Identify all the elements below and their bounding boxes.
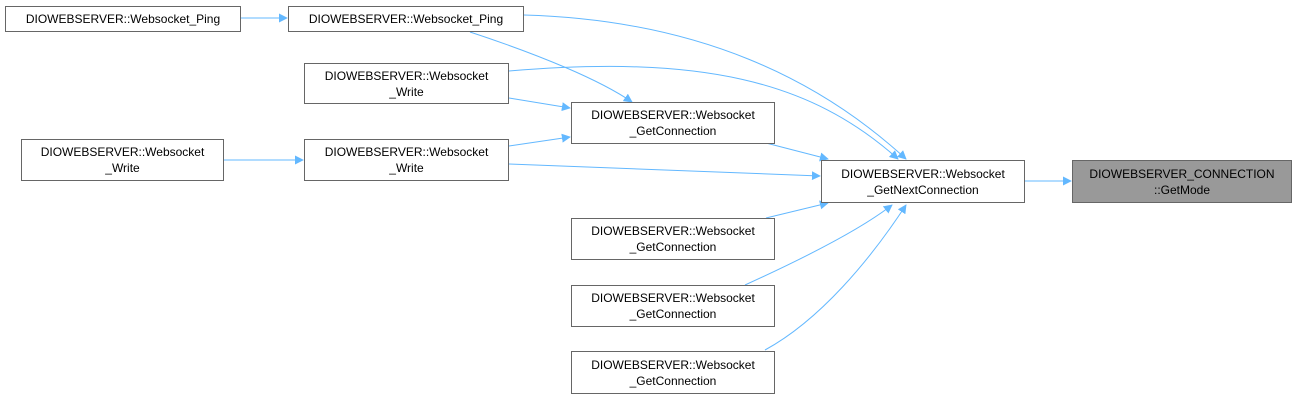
node-websocket-getconnection-2[interactable]: DIOWEBSERVER::Websocket _GetConnection (571, 218, 775, 260)
node-label-line: DIOWEBSERVER::Websocket (591, 291, 755, 305)
node-websocket-write-outer[interactable]: DIOWEBSERVER::Websocket _Write (21, 139, 224, 181)
node-label-line: DIOWEBSERVER::Websocket (841, 166, 1005, 181)
edge-getconn2-to-getnext (765, 200, 829, 219)
node-label-line: _GetConnection (629, 124, 717, 138)
edge-ping-inner-to-getnext (523, 14, 907, 160)
node-label-line: DIOWEBSERVER::Websocket (591, 224, 755, 238)
node-websocket-getnextconnection[interactable]: DIOWEBSERVER::Websocket _GetNextConnecti… (821, 160, 1025, 203)
node-websocket-ping-inner[interactable]: DIOWEBSERVER::Websocket_Ping (288, 6, 524, 32)
node-label-line: DIOWEBSERVER::Websocket (324, 68, 489, 83)
node-websocket-getconnection-1[interactable]: DIOWEBSERVER::Websocket _GetConnection (571, 102, 775, 144)
edge-getconn1-to-getnext (765, 142, 829, 162)
node-websocket-getconnection-4[interactable]: DIOWEBSERVER::Websocket _GetConnection (571, 351, 775, 394)
edge-write-top-to-getnext (508, 65, 899, 160)
node-websocket-ping-outer[interactable]: DIOWEBSERVER::Websocket_Ping (5, 6, 241, 32)
edge-write-top-to-getconn1 (508, 97, 571, 112)
node-websocket-write-top[interactable]: DIOWEBSERVER::Websocket _Write (304, 63, 509, 104)
node-label-line: DIOWEBSERVER::Websocket (324, 145, 489, 159)
edge-getconn4-to-getnext (764, 204, 907, 351)
node-label-line: DIOWEBSERVER::Websocket (591, 108, 755, 122)
node-websocket-write-mid[interactable]: DIOWEBSERVER::Websocket _Write (304, 139, 509, 181)
edge-ping-inner-to-getconn1 (469, 31, 633, 103)
node-label-line: _Write (389, 84, 424, 99)
node-label-line: _Write (389, 161, 424, 175)
node-label-line: _GetConnection (629, 307, 717, 321)
node-connection-getmode: DIOWEBSERVER_CONNECTION ::GetMode (1072, 160, 1292, 203)
edge-getconn3-to-getnext (744, 204, 893, 286)
node-label-line: ::GetMode (1153, 182, 1211, 197)
node-label-line: DIOWEBSERVER_CONNECTION (1089, 166, 1275, 181)
node-label-line: _GetNextConnection (867, 182, 979, 197)
node-label-line: _GetConnection (629, 240, 717, 254)
edge-write-mid-to-getnext (508, 163, 821, 181)
edge-write-mid-to-getconn1 (508, 133, 571, 147)
node-label-line: _Write (105, 161, 140, 175)
node-label-line: DIOWEBSERVER::Websocket_Ping (308, 12, 504, 26)
node-label-line: DIOWEBSERVER::Websocket_Ping (25, 12, 221, 26)
node-label-line: _GetConnection (629, 373, 717, 388)
node-websocket-getconnection-3[interactable]: DIOWEBSERVER::Websocket _GetConnection (571, 285, 775, 327)
node-label-line: DIOWEBSERVER::Websocket (591, 357, 755, 372)
node-label-line: DIOWEBSERVER::Websocket (40, 145, 205, 159)
